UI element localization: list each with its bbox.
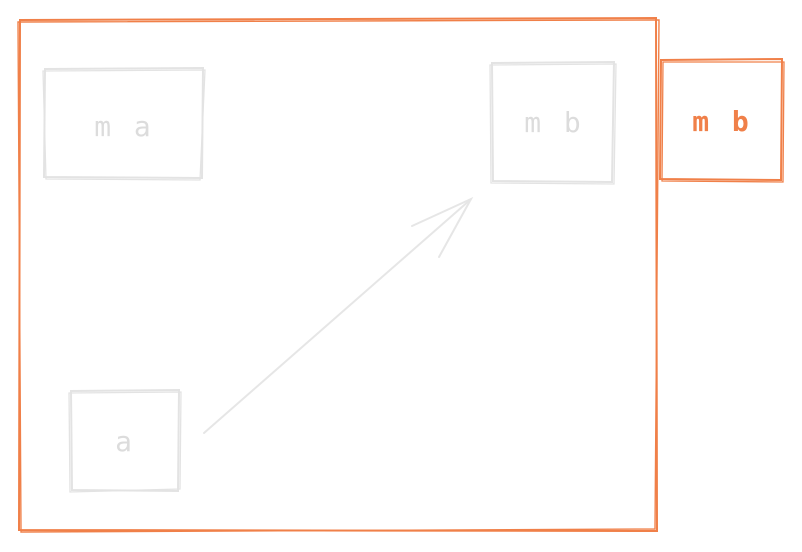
- node-mb-outer-label: m b: [692, 105, 752, 138]
- node-mb-inner: m b: [489, 60, 617, 185]
- node-a: a: [68, 388, 182, 493]
- node-mb-outer: m b: [658, 57, 785, 183]
- node-ma: m a: [42, 66, 206, 181]
- outer-frame: [17, 16, 660, 533]
- arrow-a-to-mb: [203, 196, 474, 434]
- arrow-head: [411, 196, 474, 258]
- node-ma-label: m a: [94, 110, 154, 143]
- node-mb-inner-label: m b: [524, 106, 584, 139]
- arrow-shaft: [203, 199, 471, 434]
- node-a-label: a: [115, 425, 135, 458]
